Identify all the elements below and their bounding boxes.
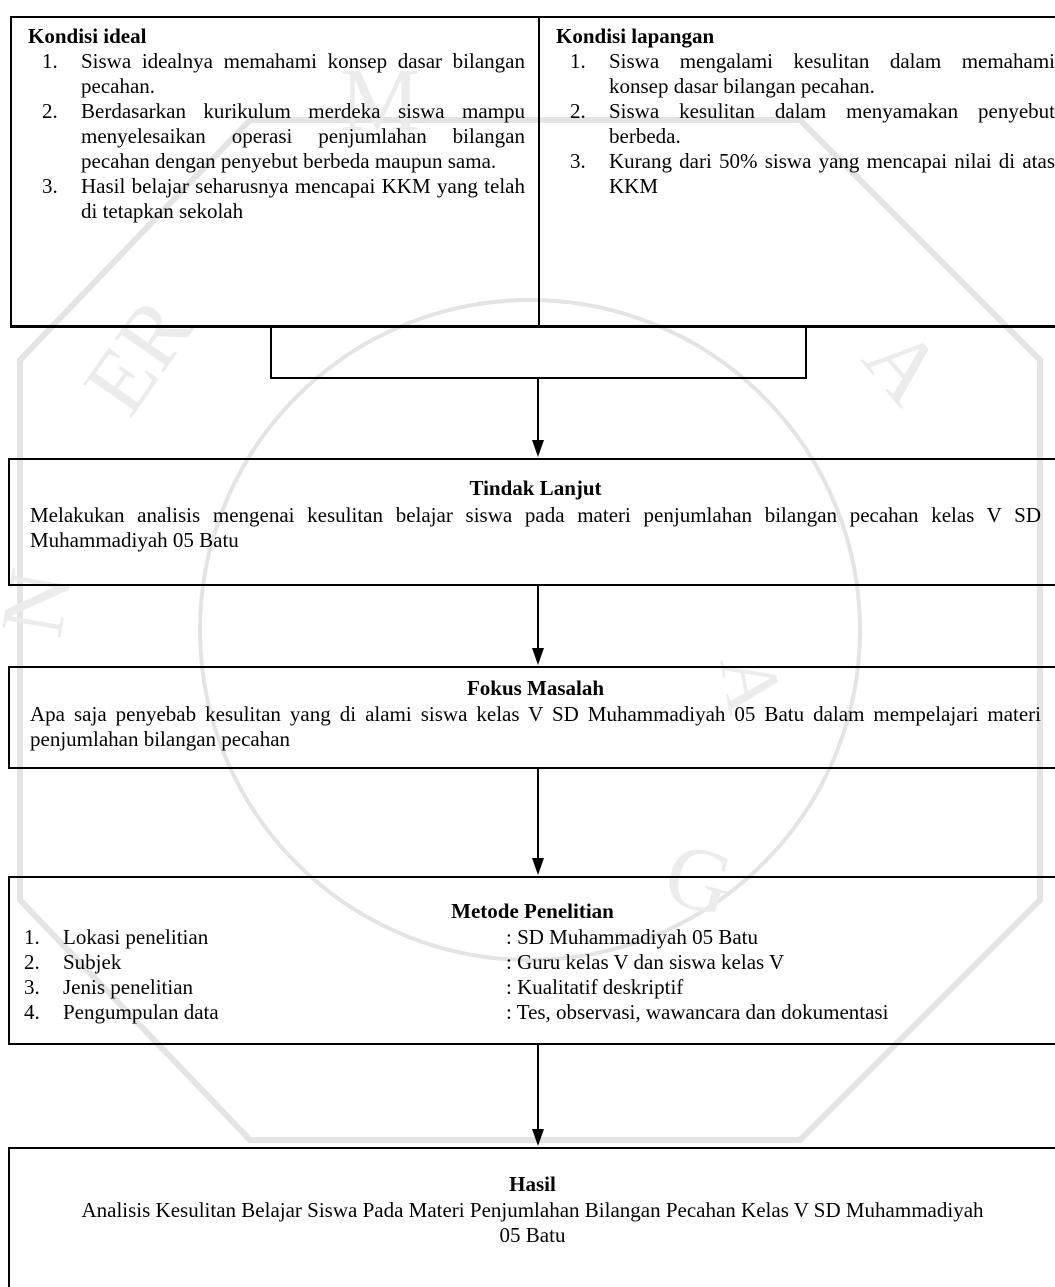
tindak-lanjut-text: Melakukan analisis mengenai kesulitan be…: [30, 503, 1041, 552]
kondisi-lapangan-title: Kondisi lapangan: [556, 24, 715, 48]
list-item: 3.Kurang dari 50% siswa yang mencapai ni…: [570, 149, 1055, 198]
metode-row: 1.Lokasi penelitian: SD Muhammadiyah 05 …: [24, 925, 758, 949]
metode-row: 3.Jenis penelitian: Kualitatif deskripti…: [24, 975, 684, 999]
list-item: 1.Siswa mengalami kesulitan dalam memaha…: [570, 49, 1055, 98]
kondisi-ideal-title: Kondisi ideal: [28, 24, 147, 48]
hasil-title: Hasil: [509, 1172, 556, 1196]
kondisi-lapangan-box: Kondisi lapangan 1.Siswa mengalami kesul…: [538, 16, 1055, 328]
metode-row: 2.Subjek: Guru kelas V dan siswa kelas V: [24, 950, 785, 974]
metode-row: 4.Pengumpulan data: Tes, observasi, wawa…: [24, 1000, 889, 1024]
kondisi-ideal-box: Kondisi ideal 1.Siswa idealnya memahami …: [10, 16, 540, 328]
list-item: 1.Siswa idealnya memahami konsep dasar b…: [42, 49, 525, 98]
fokus-masalah-text: Apa saja penyebab kesulitan yang di alam…: [30, 702, 1041, 751]
kondisi-lapangan-list: 1.Siswa mengalami kesulitan dalam memaha…: [556, 49, 1055, 199]
hasil-box: Hasil Analisis Kesulitan Belajar Siswa P…: [8, 1147, 1055, 1287]
metode-penelitian-title: Metode Penelitian: [451, 899, 614, 923]
metode-penelitian-box: Metode Penelitian 1.Lokasi penelitian: S…: [8, 876, 1055, 1045]
fokus-masalah-box: Fokus Masalah Apa saja penyebab kesulita…: [8, 666, 1055, 769]
fokus-masalah-title: Fokus Masalah: [466, 676, 605, 700]
list-item: 3.Hasil belajar seharusnya mencapai KKM …: [42, 174, 525, 223]
kondisi-ideal-list: 1.Siswa idealnya memahami konsep dasar b…: [28, 49, 525, 224]
tindak-lanjut-title: Tindak Lanjut: [469, 476, 602, 500]
list-item: 2.Berdasarkan kurikulum merdeka siswa ma…: [42, 99, 525, 173]
list-item: 2.Siswa kesulitan dalam menyamakan penye…: [570, 99, 1055, 148]
tindak-lanjut-box: Tindak Lanjut Melakukan analisis mengena…: [8, 458, 1055, 586]
hasil-text: Analisis Kesulitan Belajar Siswa Pada Ma…: [81, 1198, 984, 1247]
